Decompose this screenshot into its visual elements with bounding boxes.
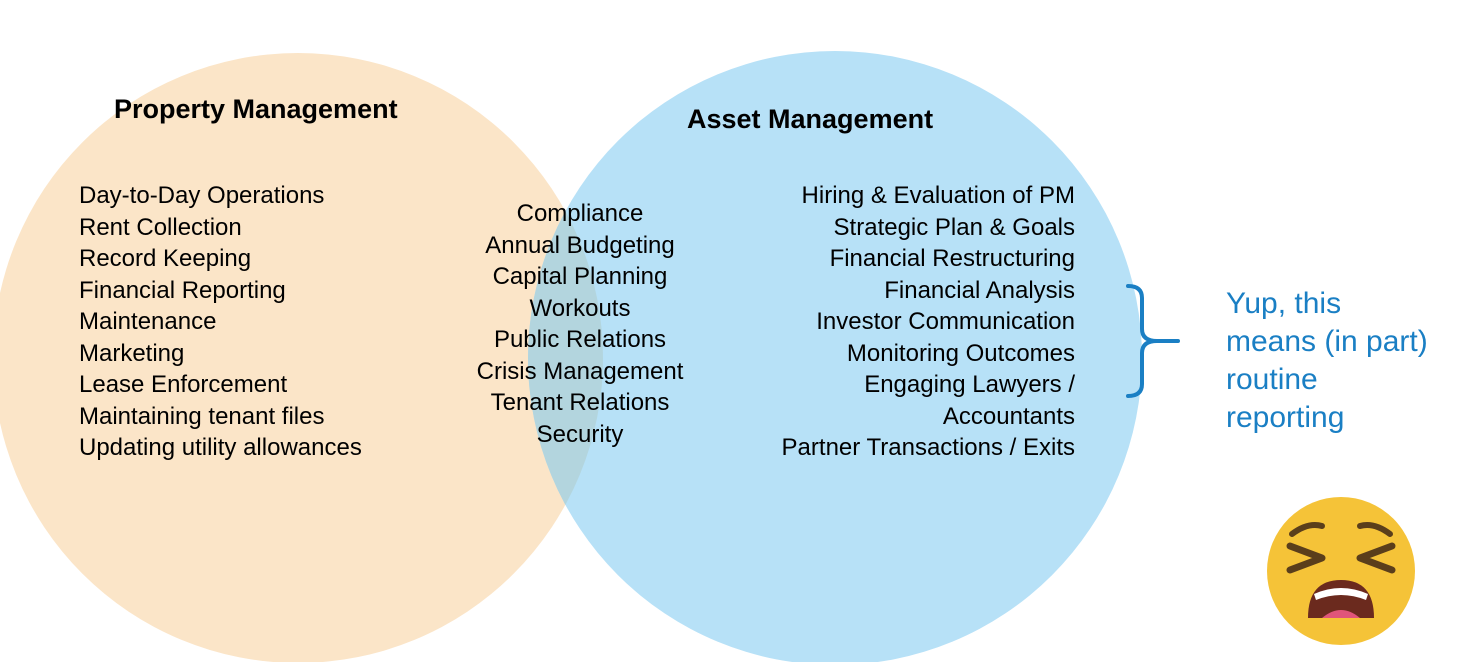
property-management-item: Lease Enforcement (79, 371, 288, 398)
asset-management-item: Monitoring Outcomes (846, 339, 1075, 367)
shared-responsibility-item: Workouts (529, 294, 631, 322)
property-management-item: Day-to-Day Operations (79, 182, 325, 209)
shared-responsibility-item: Capital Planning (492, 263, 668, 290)
shared-responsibility-item: Annual Budgeting (485, 231, 675, 259)
asset-management-item: Accountants (942, 402, 1075, 430)
asset-management-circle (528, 51, 1142, 662)
annotation-line: Yup, this (1226, 287, 1342, 320)
shared-responsibility-item: Crisis Management (476, 357, 684, 385)
asset-management-title: Asset Management (687, 104, 934, 134)
shared-responsibility-item: Compliance (516, 200, 644, 227)
property-management-item: Maintaining tenant files (79, 402, 325, 430)
asset-management-item: Engaging Lawyers / (864, 371, 1075, 398)
property-management-item: Marketing (79, 339, 185, 367)
annotation-line: reporting (1226, 401, 1345, 434)
property-management-item: Record Keeping (79, 245, 252, 272)
property-management-title: Property Management (114, 94, 398, 124)
property-management-item: Rent Collection (79, 213, 242, 241)
shared-responsibility-item: Security (536, 420, 624, 448)
property-management-circle (0, 53, 603, 662)
asset-management-item: Hiring & Evaluation of PM (801, 182, 1075, 209)
shared-responsibility-item: Public Relations (493, 326, 667, 353)
asset-management-item: Financial Analysis (884, 276, 1075, 304)
curly-brace-icon (1126, 284, 1180, 398)
asset-management-item: Partner Transactions / Exits (781, 434, 1075, 461)
annotation-line: routine (1226, 363, 1318, 396)
asset-management-item: Investor Communication (816, 308, 1075, 335)
tired-face-emoji-icon (1267, 497, 1415, 645)
property-management-item: Financial Reporting (79, 276, 286, 304)
property-management-item: Updating utility allowances (79, 434, 362, 461)
annotation-text: Yup, this means (in part) routine report… (1226, 285, 1466, 437)
shared-responsibility-item: Tenant Relations (490, 389, 670, 416)
asset-management-list: Hiring & Evaluation of PM Strategic Plan … (782, 180, 1075, 464)
property-management-item: Maintenance (79, 308, 217, 335)
asset-management-item: Strategic Plan & Goals (833, 213, 1075, 241)
annotation-line: means (in part) (1226, 325, 1428, 358)
asset-management-item: Financial Restructuring (829, 245, 1075, 272)
